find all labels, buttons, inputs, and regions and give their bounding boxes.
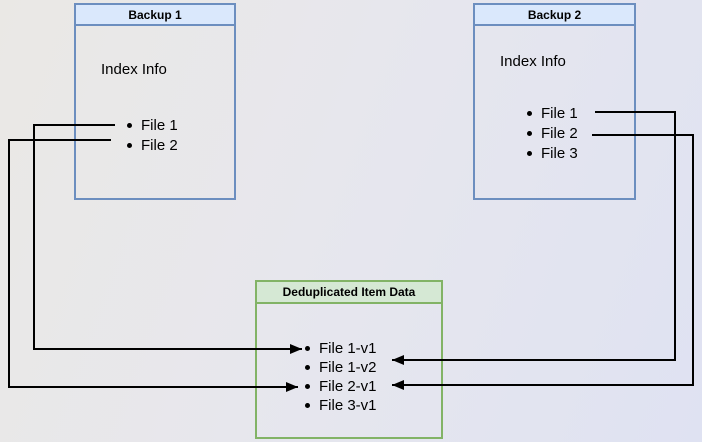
dedup-file3v1-label: File 3-v1	[319, 397, 377, 414]
node-backup2: Backup 2	[473, 3, 636, 200]
backup2-file-list: File 1 File 2 File 3	[527, 103, 578, 163]
list-item: File 1-v2	[305, 358, 377, 377]
list-item: File 2	[127, 135, 178, 155]
bullet-icon	[127, 142, 132, 148]
bullet-icon	[127, 122, 132, 128]
backup1-index-info-label: Index Info	[101, 61, 167, 78]
backup1-file1-label: File 1	[141, 116, 178, 134]
backup1-file2-label: File 2	[141, 136, 178, 154]
backup2-file1-label: File 1	[541, 104, 578, 122]
dedup-file1v2-label: File 1-v2	[319, 359, 377, 376]
list-item: File 3-v1	[305, 396, 377, 415]
dedup-file2v1-label: File 2-v1	[319, 378, 377, 395]
node-backup1-title: Backup 1	[76, 5, 234, 26]
backup2-index-info-label: Index Info	[500, 53, 566, 70]
bullet-icon	[305, 384, 310, 389]
backup1-file-list: File 1 File 2	[127, 115, 178, 155]
bullet-icon	[527, 130, 532, 136]
backup2-file2-label: File 2	[541, 124, 578, 142]
list-item: File 1	[527, 103, 578, 123]
list-item: File 1	[127, 115, 178, 135]
list-item: File 2-v1	[305, 377, 377, 396]
list-item: File 1-v1	[305, 339, 377, 358]
list-item: File 2	[527, 123, 578, 143]
backup2-file3-label: File 3	[541, 144, 578, 162]
node-dedup-title: Deduplicated Item Data	[257, 282, 441, 304]
bullet-icon	[305, 365, 310, 370]
bullet-icon	[305, 346, 310, 351]
dedup-file-list: File 1-v1 File 1-v2 File 2-v1 File 3-v1	[305, 339, 377, 415]
list-item: File 3	[527, 143, 578, 163]
bullet-icon	[527, 110, 532, 116]
bullet-icon	[305, 403, 310, 408]
node-backup1: Backup 1	[74, 3, 236, 200]
dedup-file1v1-label: File 1-v1	[319, 340, 377, 357]
node-backup2-title: Backup 2	[475, 5, 634, 26]
bullet-icon	[527, 150, 532, 156]
